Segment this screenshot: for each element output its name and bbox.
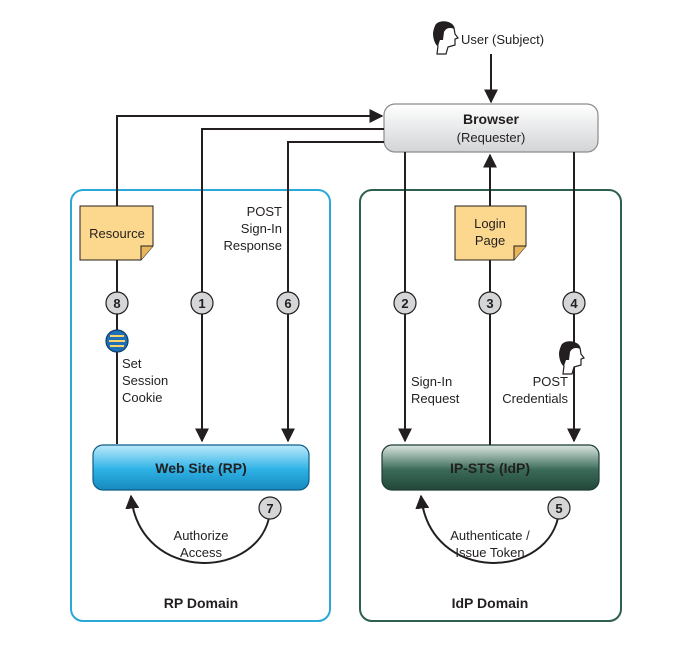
cookie-line-3: Cookie (122, 390, 162, 405)
post-signin-line-1: POST (247, 204, 282, 219)
arrow-step-8-to-browser (116, 109, 384, 207)
resource-note: Resource (79, 205, 154, 261)
step-6-badge: 6 (276, 291, 300, 315)
post-signin-line-3: Response (223, 238, 282, 253)
cookie-line-1: Set (122, 356, 142, 371)
svg-text:5: 5 (555, 501, 562, 516)
svg-text:8: 8 (113, 296, 120, 311)
arrow-step-6 (281, 141, 384, 443)
website-rp-box[interactable] (92, 444, 310, 491)
cookie-line-2: Session (122, 373, 168, 388)
idp-domain-label: IdP Domain (452, 595, 529, 611)
ip-sts-label: IP-STS (IdP) (450, 460, 530, 476)
resource-note-label: Resource (89, 226, 145, 241)
login-page-note: Login Page (454, 205, 527, 261)
svg-text:7: 7 (266, 501, 273, 516)
user-credentials-head-icon (559, 341, 585, 375)
post-credentials-line-1: POST (533, 374, 568, 389)
rp-domain-box (70, 189, 331, 622)
post-signin-line-2: Sign-In (241, 221, 282, 236)
authorize-line-2: Access (180, 545, 222, 560)
authorize-line-1: Authorize (174, 528, 229, 543)
step-8-badge: 8 (105, 291, 129, 315)
authenticate-line-1: Authenticate / (450, 528, 530, 543)
browser-title: Browser (463, 111, 520, 127)
authenticate-line-2: Issue Token (455, 545, 524, 560)
step-3-badge: 3 (478, 291, 502, 315)
website-rp-label: Web Site (RP) (155, 460, 247, 476)
step-7-badge: 7 (258, 496, 282, 520)
svg-text:1: 1 (198, 296, 205, 311)
arrow-step-1 (195, 128, 384, 443)
step-4-badge: 4 (562, 291, 586, 315)
login-note-line-2: Page (475, 233, 505, 248)
signin-request-line-1: Sign-In (411, 374, 452, 389)
login-note-line-1: Login (474, 216, 506, 231)
step-1-badge: 1 (190, 291, 214, 315)
post-credentials-line-2: Credentials (502, 391, 568, 406)
session-cookie-icon (105, 329, 129, 353)
ip-sts-box[interactable] (381, 444, 600, 491)
step-2-badge: 2 (393, 291, 417, 315)
arrow-step-7-loop (125, 494, 271, 564)
svg-text:3: 3 (486, 296, 493, 311)
user-head-icon (433, 21, 459, 55)
browser-subtitle: (Requester) (457, 130, 526, 145)
svg-text:6: 6 (284, 296, 291, 311)
user-label: User (Subject) (461, 32, 544, 47)
svg-text:4: 4 (570, 296, 578, 311)
step-5-badge: 5 (547, 496, 571, 520)
arrow-step-5-loop (415, 494, 560, 564)
svg-text:2: 2 (401, 296, 408, 311)
signin-request-line-2: Request (411, 391, 460, 406)
rp-domain-label: RP Domain (164, 595, 238, 611)
